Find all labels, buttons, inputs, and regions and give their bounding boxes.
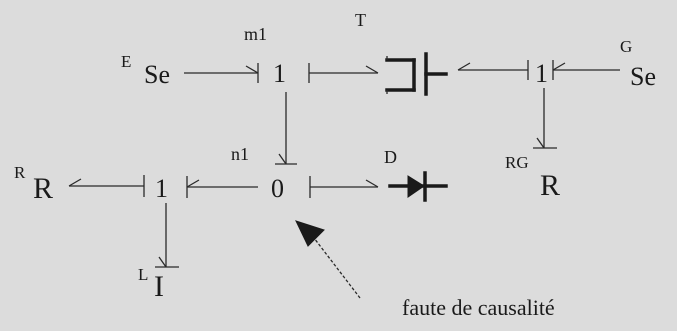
label-diode: D [384,147,397,167]
source-se-e: E Se [121,52,170,89]
bond-m1-to-transistor [308,63,379,83]
se-e-superscript: E [121,52,131,71]
annotation-arrow [295,220,361,299]
transistor-icon [385,52,448,96]
r-r-superscript: R [14,163,26,182]
annotation-text: faute de causalité [402,295,555,320]
bond-se-g-to-junction [552,60,620,80]
junction-1-m1: 1 [273,59,286,88]
bond-left-junction-to-i [155,203,179,268]
bond-n1-to-diode [309,176,379,198]
i-l-label: I [154,270,164,303]
label-n1: n1 [231,144,249,164]
diode-icon [388,171,448,202]
bond-m1-to-n1 [275,92,297,165]
element-r-rg: RG R [505,153,560,202]
label-m1: m1 [244,24,267,44]
junction-1-left: 1 [155,174,168,203]
bond-g-to-rg [533,88,557,149]
se-e-label: Se [144,60,170,89]
r-rg-label: R [540,169,560,202]
bond-g-to-transistor [457,60,529,80]
r-rg-superscript: RG [505,153,529,172]
element-r-r: R R [14,163,53,205]
se-g-label: Se [630,62,656,91]
i-l-superscript: L [138,265,148,284]
junction-1-g: 1 [535,59,548,88]
junction-0-n1: 0 [271,174,284,203]
bond-se-e-to-m1 [184,63,259,83]
label-transistor: T [355,10,366,30]
bond-left-junction-to-r [68,175,145,197]
source-se-g: G Se [620,37,656,91]
bond-n1-to-left-junction [186,176,258,198]
r-r-label: R [33,172,53,205]
element-i-l: L I [138,265,164,303]
se-g-superscript: G [620,37,632,56]
